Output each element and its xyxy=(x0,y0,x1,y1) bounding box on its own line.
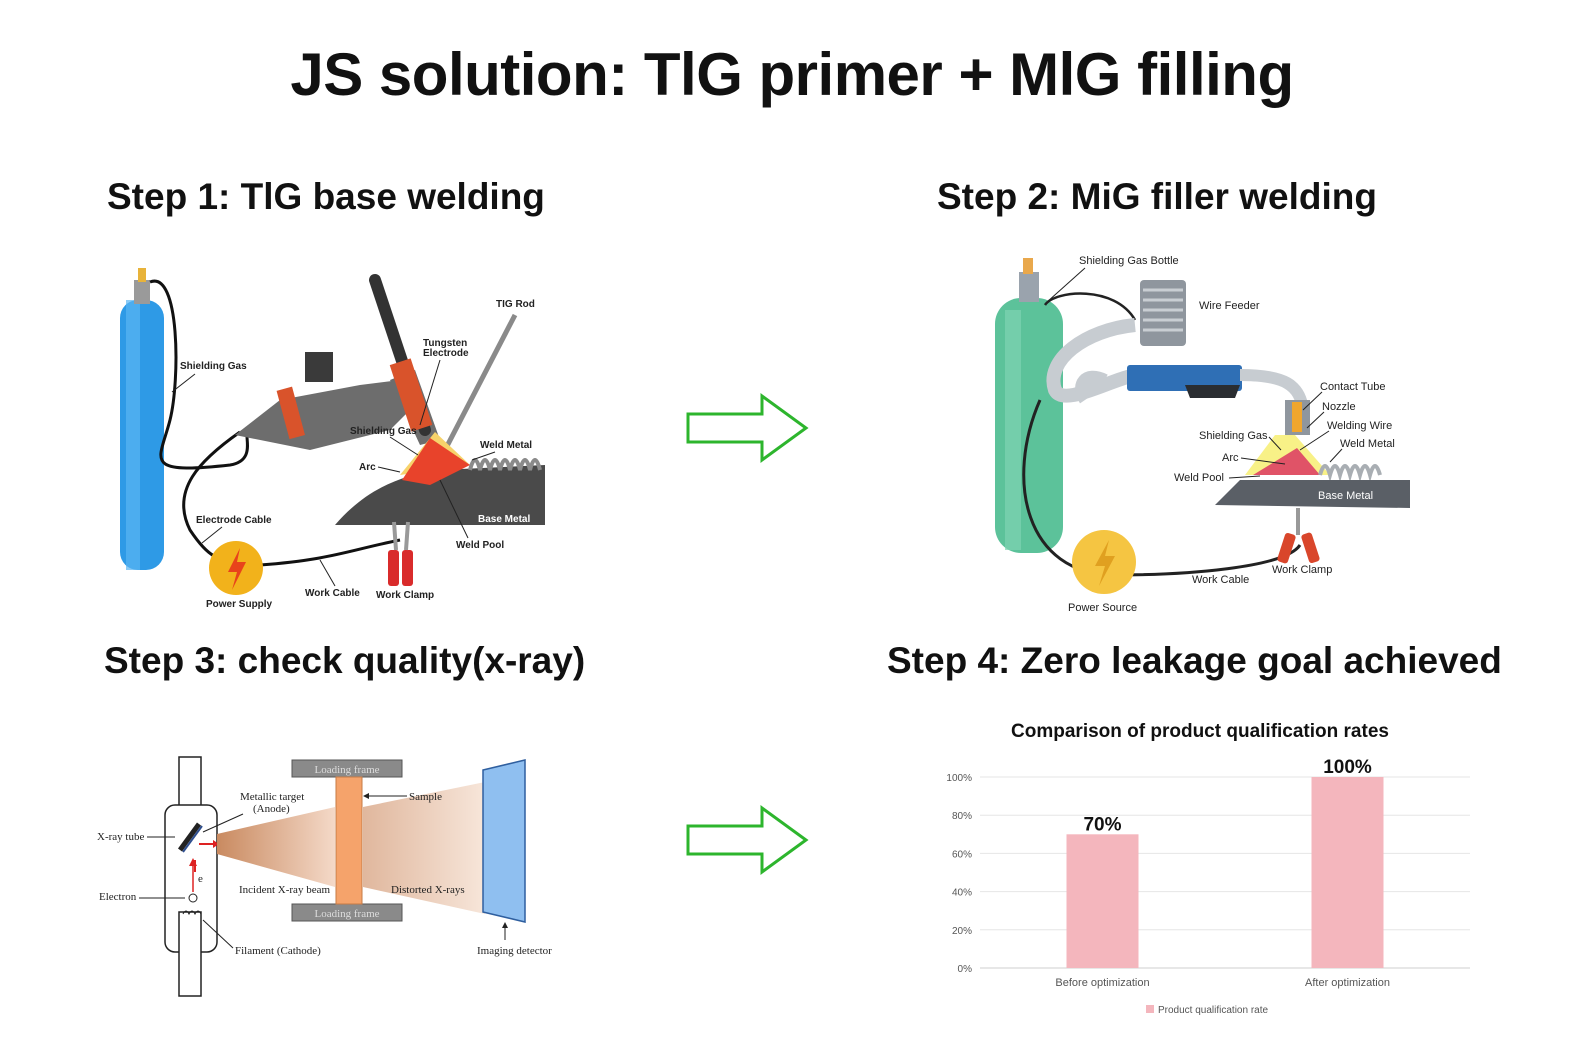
label-work-clamp: Work Clamp xyxy=(1272,564,1332,576)
weld-pool xyxy=(402,438,470,485)
label-arc: Arc xyxy=(1222,452,1239,464)
sample xyxy=(335,776,363,905)
label-metallic-target: Metallic target xyxy=(240,791,304,803)
step-1-title: Step 1: TlG base welding xyxy=(107,176,545,217)
imaging-detector xyxy=(482,759,526,923)
label-tungsten: Tungsten xyxy=(423,338,467,349)
label-work-clamp: Work Clamp xyxy=(376,590,434,601)
power-supply-icon xyxy=(209,541,263,595)
work-clamp xyxy=(1277,508,1320,564)
step-2-title: Step 2: MiG filler welding xyxy=(937,176,1377,217)
data-label: 70% xyxy=(1083,814,1121,835)
power-source-icon xyxy=(1072,530,1136,594)
label-weld-pool: Weld Pool xyxy=(1174,472,1224,484)
label-work-cable: Work Cable xyxy=(1192,574,1249,586)
label-nozzle: Nozzle xyxy=(1322,401,1356,413)
step-3-title: Step 3: check quality(x-ray) xyxy=(104,640,586,681)
label-weld-pool: Weld Pool xyxy=(456,540,504,551)
label-shielding-gas: Shielding Gas xyxy=(180,361,247,372)
label-tig-rod: TIG Rod xyxy=(496,299,535,310)
label-base-metal: Base Metal xyxy=(478,514,530,525)
xray-tube xyxy=(164,756,218,997)
x-category-label: Before optimization xyxy=(1055,977,1149,989)
label-incident-beam: Incident X-ray beam xyxy=(239,884,330,896)
data-label: 100% xyxy=(1323,757,1372,778)
label-shielding-gas: Shielding Gas xyxy=(1199,430,1268,442)
label-base-metal: Base Metal xyxy=(1318,490,1373,502)
legend-swatch xyxy=(1146,1005,1154,1013)
x-category-label: After optimization xyxy=(1305,977,1390,989)
label-filament: Filament (Cathode) xyxy=(235,945,321,957)
label-imaging-detector: Imaging detector xyxy=(477,945,552,957)
arrow-right-icon xyxy=(686,805,809,875)
label-anode: (Anode) xyxy=(253,803,290,815)
label-loading-frame-bottom: Loading frame xyxy=(314,908,379,920)
label-sample: Sample xyxy=(409,791,442,803)
arrow-right-icon xyxy=(686,393,809,463)
weld-pool xyxy=(1253,448,1320,475)
label-contact-tube: Contact Tube xyxy=(1320,381,1385,393)
step-4-title: Step 4: Zero leakage goal achieved xyxy=(887,640,1502,681)
mig-welding-diagram: Shielding Gas Bottle Wire Feeder Contact… xyxy=(995,255,1410,614)
y-tick-label: 40% xyxy=(952,888,972,899)
label-electron: Electron xyxy=(99,891,137,903)
tig-torch xyxy=(235,274,518,452)
work-clamp xyxy=(388,521,413,586)
wire-feeder xyxy=(1140,280,1186,346)
label-loading-frame-top: Loading frame xyxy=(314,764,379,776)
label-arc: Arc xyxy=(359,462,376,473)
main-title: JS solution: TlG primer + MlG filling xyxy=(290,41,1294,108)
y-tick-label: 0% xyxy=(958,964,973,975)
legend-label: Product qualification rate xyxy=(1158,1005,1269,1016)
tig-welding-diagram: Shielding Gas TIG Rod Tungsten Electrode… xyxy=(120,268,545,610)
bar xyxy=(1311,777,1384,968)
label-distorted-xrays: Distorted X-rays xyxy=(391,884,465,896)
chart-title: Comparison of product qualification rate… xyxy=(1011,721,1389,742)
qualification-rate-chart: Comparison of product qualification rate… xyxy=(946,721,1470,1016)
mig-gun xyxy=(1127,365,1310,435)
gas-cylinder xyxy=(995,258,1063,553)
gas-cylinder xyxy=(120,268,164,570)
y-tick-label: 100% xyxy=(946,773,972,784)
label-xray-tube: X-ray tube xyxy=(97,831,144,843)
label-wire-feeder: Wire Feeder xyxy=(1199,300,1260,312)
xray-inspection-diagram: e Loading frame Loading frame Metallic t… xyxy=(97,756,552,997)
label-welding-wire: Welding Wire xyxy=(1327,420,1392,432)
base-metal xyxy=(1215,480,1410,508)
y-tick-label: 80% xyxy=(952,811,972,822)
label-electrode: Electrode xyxy=(423,348,469,359)
y-tick-label: 20% xyxy=(952,926,972,937)
y-tick-label: 60% xyxy=(952,849,972,860)
label-shielding-gas-bottle: Shielding Gas Bottle xyxy=(1079,255,1179,267)
label-power-supply: Power Supply xyxy=(206,599,273,610)
base-metal xyxy=(335,465,545,525)
electron-symbol: e xyxy=(198,873,203,885)
bar xyxy=(1066,834,1139,968)
label-weld-metal: Weld Metal xyxy=(480,440,532,451)
label-work-cable: Work Cable xyxy=(305,588,360,599)
label-shielding-gas-2: Shielding Gas xyxy=(350,426,417,437)
label-weld-metal: Weld Metal xyxy=(1340,438,1395,450)
label-power-source: Power Source xyxy=(1068,602,1137,614)
label-electrode-cable: Electrode Cable xyxy=(196,515,272,526)
